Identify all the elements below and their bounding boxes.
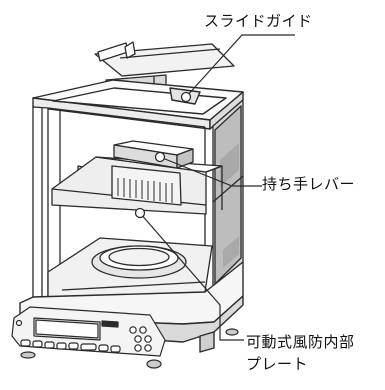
label-inner-plate-line1: 可動式風防内部 <box>246 333 355 351</box>
callout-point-handle-lever <box>154 151 166 163</box>
callout-points <box>134 91 192 219</box>
control-panel <box>11 306 166 357</box>
callout-point-slide-guide <box>180 91 192 103</box>
callout-line-slide-guide <box>185 34 295 98</box>
handle-lever <box>111 140 194 206</box>
callout-point-plate <box>134 207 146 219</box>
callout-line-plate <box>139 212 244 341</box>
callout-line-handle-lever <box>159 156 262 187</box>
label-handle-lever: 持ち手レバー <box>262 175 356 193</box>
cabinet-top-frame <box>32 79 244 130</box>
label-inner-plate-line2: プレート <box>246 355 309 373</box>
label-slide-guide: スライドガイド <box>204 12 313 30</box>
feet <box>20 328 239 369</box>
weighing-pan <box>91 245 187 279</box>
callout-lines <box>139 34 295 341</box>
right-side-door <box>212 99 244 293</box>
